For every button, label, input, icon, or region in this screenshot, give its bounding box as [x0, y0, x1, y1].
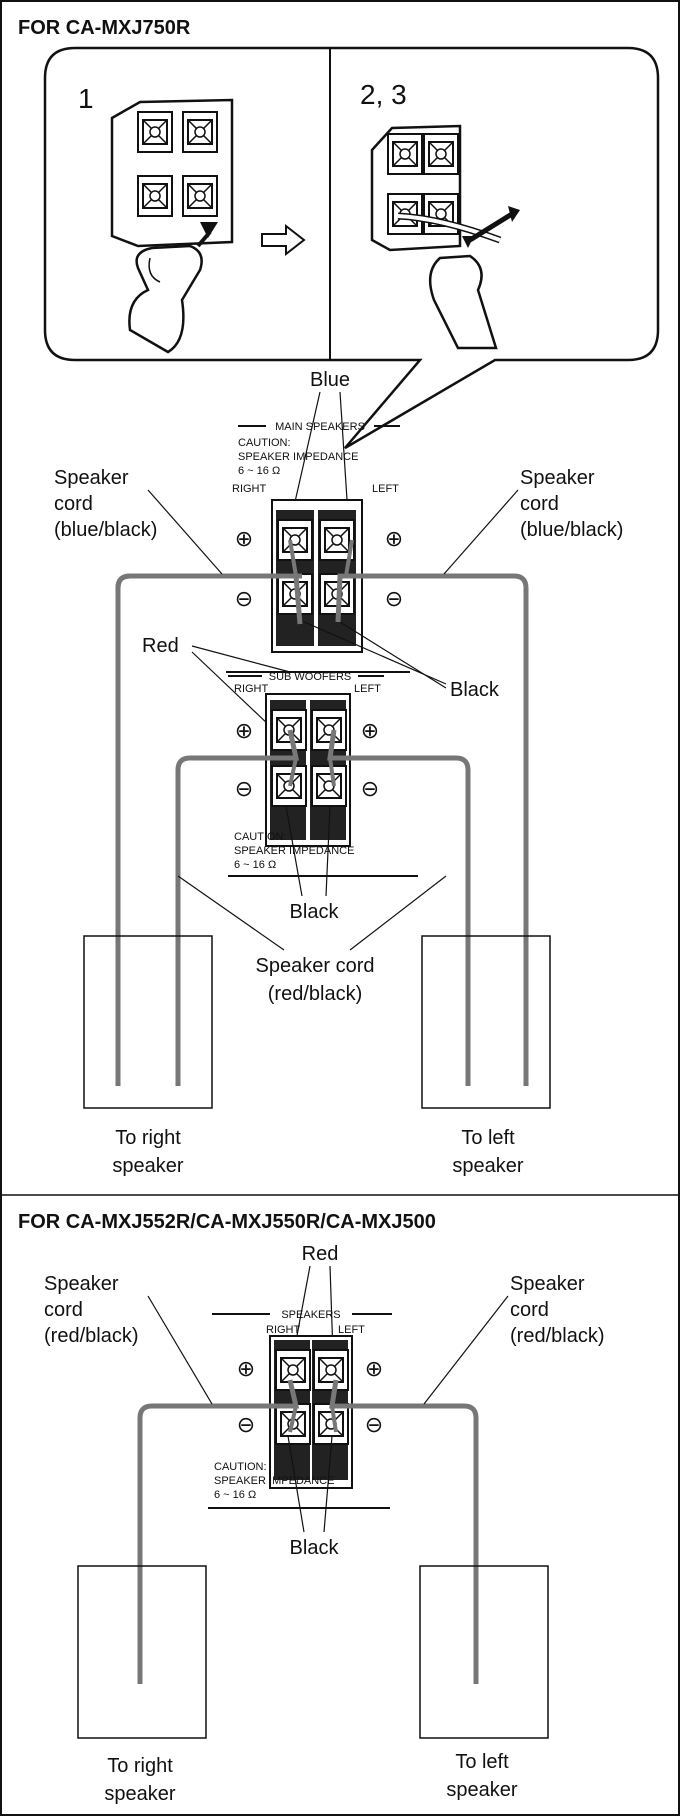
- minus-right-s2: ⊖: [237, 1412, 255, 1437]
- speakers-title-s2: SPEAKERS: [281, 1309, 340, 1321]
- speakers-terminal-s2: [269, 1335, 353, 1489]
- main-plus-right: ⊕: [235, 526, 253, 551]
- left-speaker-box: [421, 935, 551, 1109]
- main-caution-3: 6 ~ 16 Ω: [238, 465, 280, 477]
- main-caution-1: CAUTION:: [238, 437, 291, 449]
- cord-right-1: Speaker: [520, 467, 595, 489]
- main-minus-left: ⊖: [385, 586, 403, 611]
- right-label-s2: RIGHT: [266, 1324, 301, 1336]
- cord-left-1: Speaker: [54, 467, 129, 489]
- label-red-s2: Red: [302, 1243, 339, 1265]
- left-speaker-box-s2: [419, 1565, 549, 1739]
- label-blue: Blue: [310, 369, 350, 391]
- plus-right-s2: ⊕: [237, 1356, 255, 1381]
- to-right-1-s2: To right: [107, 1755, 173, 1777]
- to-right-2: speaker: [112, 1155, 183, 1177]
- sub-caution-3: 6 ~ 16 Ω: [234, 859, 276, 871]
- sub-minus-left: ⊖: [361, 776, 379, 801]
- label-black-bottom: Black: [290, 901, 340, 923]
- left-label-s2: LEFT: [338, 1324, 365, 1336]
- label-black-s2: Black: [290, 1537, 340, 1559]
- cord-right-1-s2: Speaker: [510, 1273, 585, 1295]
- step-2-3: 2, 3: [360, 79, 407, 110]
- cord-right-2: cord: [520, 493, 559, 515]
- to-right-1: To right: [115, 1127, 181, 1149]
- sub-woofers-terminal: [265, 693, 351, 847]
- caution-2-s2: SPEAKER IMPEDANCE: [214, 1475, 334, 1487]
- to-left-1-s2: To left: [455, 1751, 509, 1773]
- cord-left-2-s2: cord: [44, 1299, 83, 1321]
- main-speakers-title: MAIN SPEAKERS: [275, 421, 365, 433]
- terminal-closeup-step1: [110, 98, 234, 354]
- main-speaker-cords: [115, 539, 529, 1086]
- label-red: Red: [142, 635, 179, 657]
- main-right-label: RIGHT: [232, 483, 267, 495]
- cord-left-2: cord: [54, 493, 93, 515]
- to-left-2: speaker: [452, 1155, 523, 1177]
- caution-1-s2: CAUTION:: [214, 1461, 267, 1473]
- sub-woofer-cords: [175, 729, 471, 1086]
- cord-left-3: (blue/black): [54, 519, 157, 541]
- caution-3-s2: 6 ~ 16 Ω: [214, 1489, 256, 1501]
- sub-right-label: RIGHT: [234, 683, 269, 695]
- section1-header: FOR CA-MXJ750R: [18, 17, 191, 39]
- to-left-2-s2: speaker: [446, 1779, 517, 1801]
- main-plus-left: ⊕: [385, 526, 403, 551]
- terminal-closeup-step23: [370, 124, 520, 350]
- to-left-1: To left: [461, 1127, 515, 1149]
- sub-minus-right: ⊖: [235, 776, 253, 801]
- arrow-icon: [261, 223, 306, 257]
- cord-center-2: (red/black): [268, 983, 362, 1005]
- cord-right-3-s2: (red/black): [510, 1325, 604, 1347]
- section2-header: FOR CA-MXJ552R/CA-MXJ550R/CA-MXJ500: [18, 1211, 436, 1233]
- plus-left-s2: ⊕: [365, 1356, 383, 1381]
- sub-caution-1: CAUTION:: [234, 831, 287, 843]
- step-1: 1: [78, 83, 94, 114]
- main-minus-right: ⊖: [235, 586, 253, 611]
- cord-left-1-s2: Speaker: [44, 1273, 119, 1295]
- sub-woofers-title: SUB WOOFERS: [269, 671, 352, 683]
- sub-plus-left: ⊕: [361, 718, 379, 743]
- right-speaker-box-s2: [77, 1565, 207, 1739]
- label-black-right: Black: [450, 679, 500, 701]
- cord-right-3: (blue/black): [520, 519, 623, 541]
- to-right-2-s2: speaker: [104, 1783, 175, 1805]
- sub-plus-right: ⊕: [235, 718, 253, 743]
- speaker-cords-s2: [137, 1379, 479, 1684]
- cord-center-1: Speaker cord: [256, 955, 375, 977]
- right-speaker-box: [83, 935, 213, 1109]
- cord-right-2-s2: cord: [510, 1299, 549, 1321]
- main-left-label: LEFT: [372, 483, 399, 495]
- sub-left-label: LEFT: [354, 683, 381, 695]
- main-caution-2: SPEAKER IMPEDANCE: [238, 451, 358, 463]
- cord-left-3-s2: (red/black): [44, 1325, 138, 1347]
- minus-left-s2: ⊖: [365, 1412, 383, 1437]
